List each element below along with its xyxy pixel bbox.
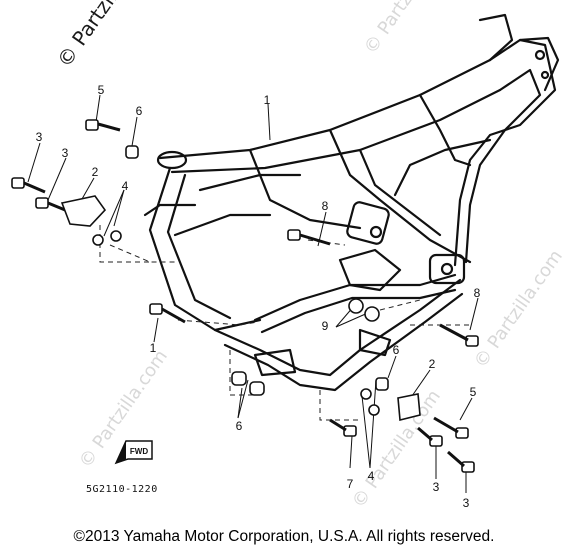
- fasteners: [11, 119, 479, 473]
- nut-9-a: [348, 298, 364, 314]
- forward-arrow-icon: FWD: [114, 440, 153, 465]
- callout-9: 9: [321, 319, 329, 333]
- callout-8-right: 8: [473, 286, 481, 300]
- copyright-notice: ©2013 Yamaha Motor Corporation, U.S.A. A…: [73, 528, 495, 545]
- callout-1-top: 1: [263, 93, 271, 107]
- callout-3-left-a: 3: [35, 130, 43, 144]
- callout-8-center: 8: [321, 199, 329, 213]
- callout-4-left: 4: [121, 179, 129, 193]
- nut-9-b: [364, 306, 380, 322]
- forward-label: FWD: [130, 447, 148, 456]
- bolt-3-right-b: [461, 461, 475, 473]
- bracket-2-right: [397, 393, 421, 422]
- nut-6-right: [375, 377, 389, 391]
- nut-6-bottom-b: [249, 381, 265, 396]
- front-downtube: [148, 166, 262, 332]
- callout-3-right-a: 3: [432, 480, 440, 494]
- top-tube-right: [170, 88, 502, 174]
- bolt-3-left-a: [11, 177, 25, 189]
- bracket-2-left: [60, 195, 107, 227]
- nut-6-bottom-a: [231, 371, 247, 386]
- callout-4-right: 4: [367, 469, 375, 483]
- callout-2-right: 2: [428, 357, 436, 371]
- nut-6-left: [125, 145, 139, 159]
- bolt-3-right-a: [429, 435, 443, 447]
- bolt-8-right: [465, 335, 479, 347]
- callout-5-right: 5: [469, 385, 477, 399]
- diagram-reference-code: 5G2110-1220: [86, 484, 158, 495]
- bolt-5-left: [85, 119, 99, 131]
- bolt-5-right: [455, 427, 469, 439]
- nut-4-left-a: [92, 234, 104, 246]
- bolt-1: [149, 303, 163, 315]
- top-tube-left: [158, 58, 492, 160]
- nut-4-left-b: [110, 230, 122, 242]
- bolt-3-left-b: [35, 197, 49, 209]
- backbone: [328, 128, 472, 264]
- callout-6-bottom: 6: [235, 419, 243, 433]
- callout-1-bottom: 1: [149, 341, 157, 355]
- callout-3-left-b: 3: [61, 146, 69, 160]
- callout-3-right-b: 3: [462, 496, 470, 510]
- bolt-8-center: [287, 229, 301, 241]
- callout-6-left: 6: [135, 104, 143, 118]
- lower-cradle: [213, 278, 462, 377]
- callout-2-left: 2: [91, 165, 99, 179]
- bolt-7: [343, 425, 357, 437]
- nut-4-right-b: [368, 404, 380, 416]
- callout-7: 7: [346, 477, 354, 491]
- callout-6-right: 6: [392, 343, 400, 357]
- callout-5-left: 5: [97, 83, 105, 97]
- nut-4-right-a: [360, 388, 372, 400]
